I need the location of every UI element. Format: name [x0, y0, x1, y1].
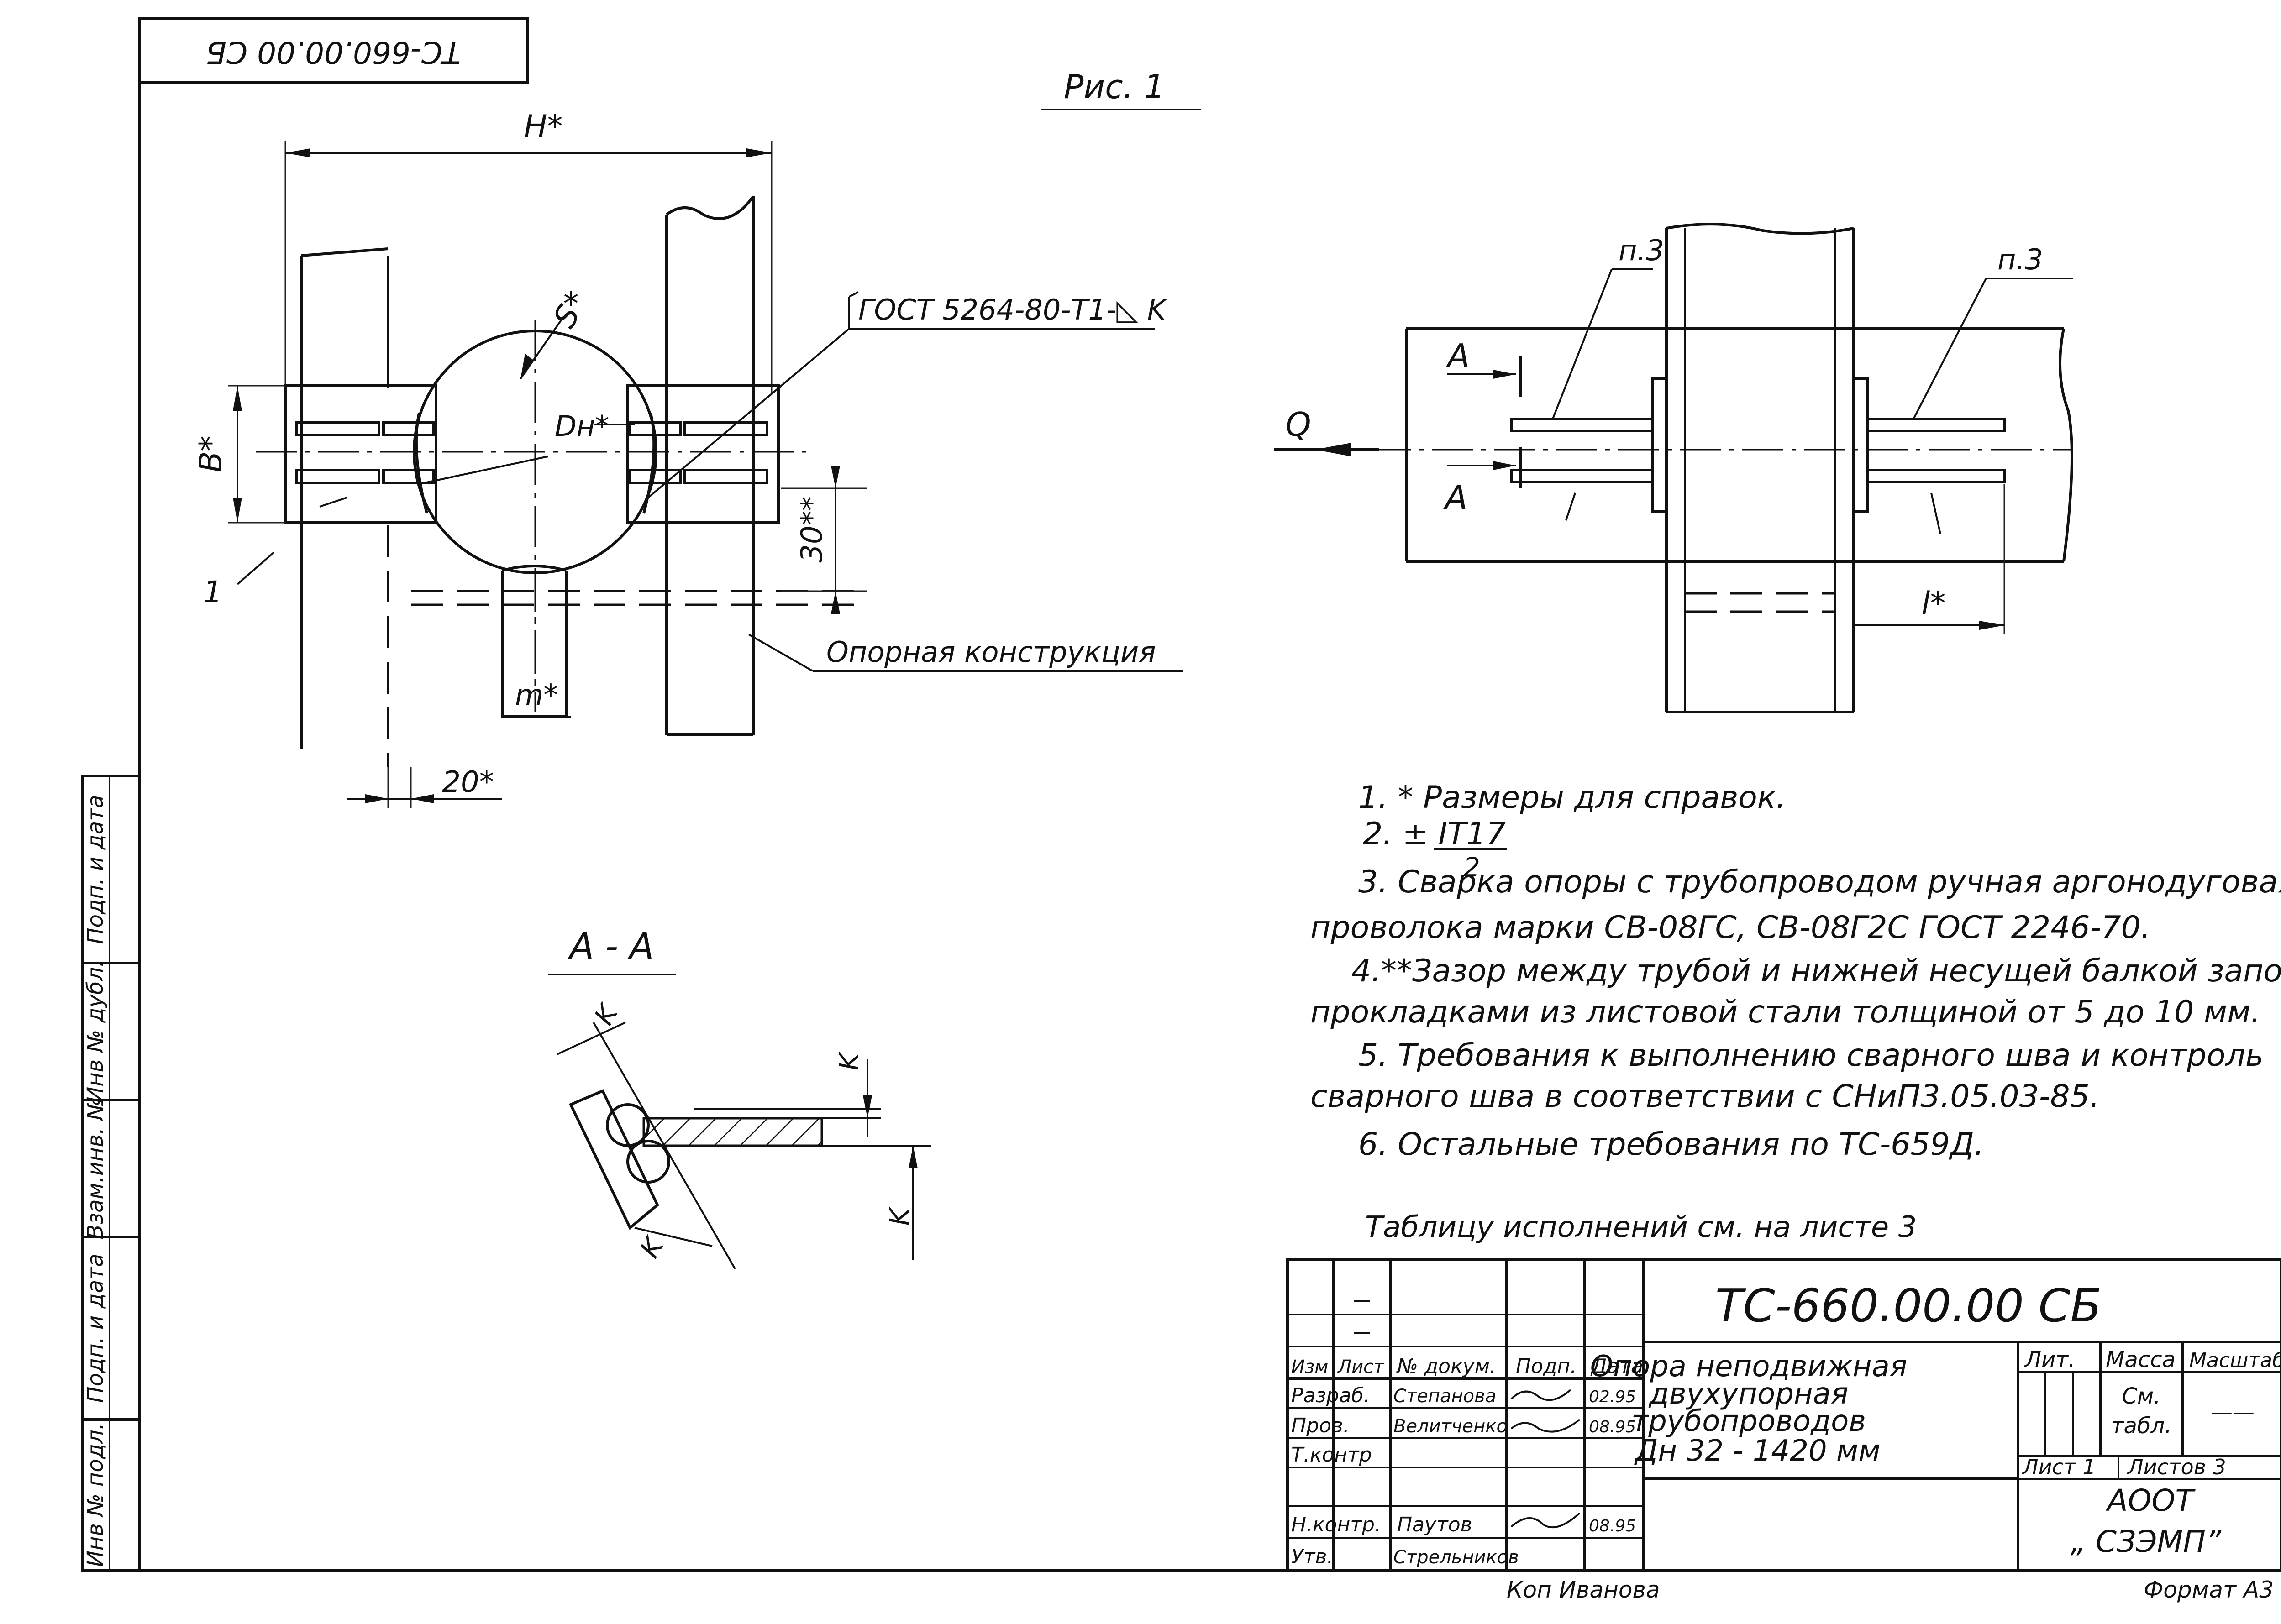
tb-role-3: Т.контр	[1291, 1443, 1372, 1467]
dim-l: l*	[1922, 586, 1946, 622]
tb-name-person-5: Паутов	[1397, 1513, 1472, 1536]
signature-5	[1510, 1512, 1581, 1529]
figure-label: Рис. 1	[1064, 68, 1165, 106]
tb-name-person-1: Степанова	[1393, 1386, 1496, 1407]
note-6: 6. Остальные требования по ТС-659Д.	[1358, 1126, 1984, 1163]
section-AA	[548, 974, 931, 1269]
tb-name-2: двухупорная	[1649, 1377, 1849, 1411]
section-k2: K	[834, 1051, 865, 1070]
tb-name-4: Дн 32 - 1420 мм	[1634, 1434, 1880, 1468]
support-label: Опорная конструкция	[826, 635, 1156, 669]
tb-name-1: Опора неподвижная	[1590, 1350, 1908, 1383]
strip-label-vzam-inv: Взам.инв. №	[83, 1098, 108, 1240]
tb-head-sign: Подп.	[1516, 1355, 1577, 1378]
tb-date-5: 08.95	[1589, 1517, 1636, 1535]
note-4-cont: прокладками из листовой стали толщиной о…	[1310, 994, 2260, 1030]
section-AA-title: A - A	[568, 926, 654, 967]
dim-20: 20*	[442, 765, 494, 799]
left-view	[228, 141, 1183, 808]
dim-B: B*	[193, 436, 229, 473]
table-reference: Таблицу исполнений см. на листе 3	[1365, 1210, 1917, 1244]
tb-scale-head: Масштаб	[2189, 1349, 2281, 1372]
tb-format: Формат А3	[2144, 1577, 2274, 1603]
p3-right-label: п.3	[1997, 243, 2043, 276]
strip-label-inv-dubl: Инв № дубл.	[83, 960, 108, 1103]
tb-mass-value-1: См.	[2122, 1383, 2161, 1409]
tb-head-list: Лист	[1337, 1357, 1385, 1378]
section-k3: K	[884, 1206, 915, 1226]
tb-head-izm: Изм	[1291, 1357, 1328, 1378]
tb-lit-head: Лит.	[2024, 1347, 2076, 1373]
section-A-bottom: A	[1443, 478, 1467, 517]
tb-head-doc: № докум.	[1396, 1355, 1496, 1378]
dim-m: m*	[515, 679, 558, 712]
tb-name-3: трубопроводов	[1631, 1404, 1866, 1438]
position-1: 1	[203, 575, 222, 610]
note-2: 2. ± IT17	[1363, 816, 1506, 852]
tb-mass-head: Масса	[2106, 1347, 2176, 1373]
tb-org-1: АООТ	[2105, 1483, 2196, 1518]
tb-date-2: 08.95	[1589, 1418, 1636, 1436]
note-5: 5. Требования к выполнению сварного шва …	[1358, 1037, 2264, 1074]
tb-code: ТС-660.00.00 СБ	[1715, 1279, 2102, 1332]
tb-name-person-2: Велитченко	[1393, 1416, 1508, 1437]
strip-label-podp-data-2: Подп. и дата	[83, 1254, 108, 1403]
tb-name-person-6: Стрельников	[1393, 1547, 1519, 1568]
tb-copied: Коп Иванова	[1507, 1577, 1660, 1603]
tb-role-6: Утв.	[1291, 1545, 1333, 1568]
dim-Dn: Dн*	[555, 409, 609, 443]
section-A-top: A	[1445, 337, 1470, 375]
dim-30: 30**	[795, 496, 829, 562]
strip-label-podp-data-1: Подп. и дата	[83, 795, 108, 944]
tb-role-1: Разраб.	[1291, 1384, 1370, 1407]
note-2-denominator: 2	[1463, 852, 1480, 883]
note-3: 3. Сварка опоры с трубопроводом ручная а…	[1358, 864, 2281, 900]
tb-head-date: Дата	[1590, 1355, 1643, 1378]
right-view	[1274, 223, 2073, 713]
left-binding-strip	[81, 775, 141, 1572]
load-Q: Q	[1285, 405, 1311, 444]
p3-left-label: п.3	[1619, 234, 1664, 267]
title-block	[1286, 1258, 2281, 1572]
tb-date-1: 02.95	[1589, 1388, 1636, 1406]
dim-H: H*	[524, 109, 562, 145]
note-4: 4.**Зазор между трубой и нижней несущей …	[1351, 953, 2281, 989]
tb-role-2: Пров.	[1291, 1414, 1350, 1437]
strip-label-inv-podl: Инв № подл.	[83, 1423, 108, 1567]
signature-1	[1510, 1389, 1571, 1401]
note-3-cont: проволока марки СВ-08ГС, СВ-08Г2С ГОСТ 2…	[1310, 910, 2150, 946]
corner-code-rotated: ТС-660.00.00 СБ	[206, 35, 461, 70]
sheet-frame	[82, 17, 2281, 1572]
notes: 1. * Размеры для справок. 2. ± IT17 2 3.…	[1310, 780, 2281, 1244]
tb-sheets: Листов 3	[2127, 1455, 2226, 1479]
tb-org-2: „ СЗЭМП”	[2071, 1524, 2222, 1559]
weld-callout: ГОСТ 5264-80-Т1-◺ K	[858, 293, 1168, 326]
note-1: 1. * Размеры для справок.	[1358, 780, 1786, 816]
dim-S: S*	[547, 286, 595, 334]
tb-mass-value-2: табл.	[2111, 1413, 2172, 1439]
tb-scale-value: ——	[2211, 1399, 2255, 1425]
tb-role-5: Н.контр.	[1291, 1513, 1381, 1536]
tb-sheet: Лист 1	[2022, 1455, 2096, 1479]
note-5-cont: сварного шва в соответствии с СНиП3.05.0…	[1310, 1079, 2100, 1115]
signature-2	[1510, 1419, 1581, 1433]
